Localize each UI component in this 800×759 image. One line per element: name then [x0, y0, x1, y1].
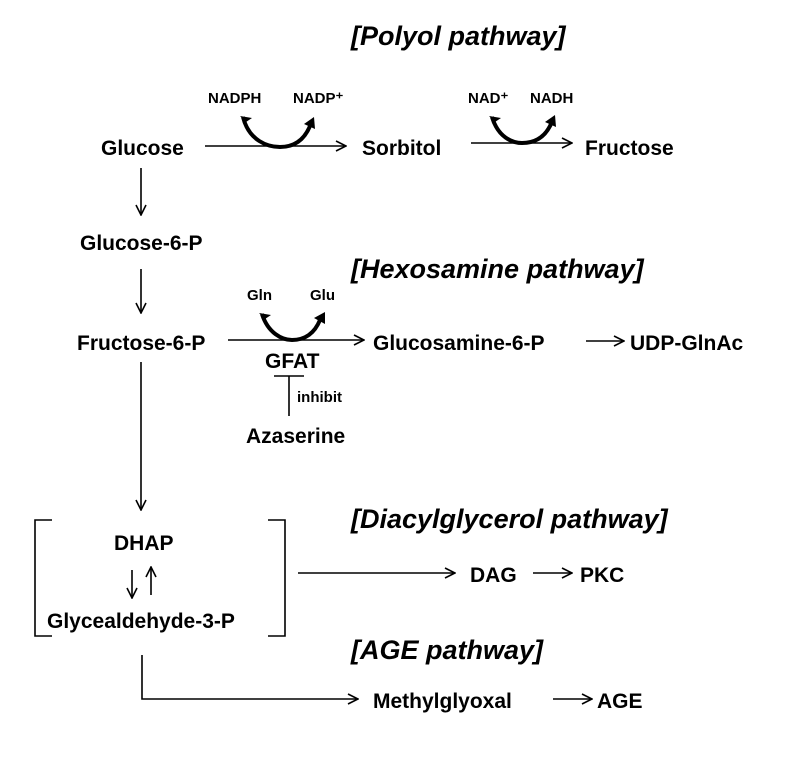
node-fructose-6-p: Fructose-6-P [77, 332, 205, 355]
cofactor-curve-arrow-2 [489, 115, 556, 146]
cofactor-curve-arrow-1 [240, 116, 315, 150]
cofactor-nadh: NADH [530, 90, 573, 107]
node-glycealdehyde-3-p: Glycealdehyde-3-P [47, 610, 235, 633]
node-udp-glnac: UDP-GlnAc [630, 332, 743, 355]
heading-diacylglycerol-pathway: [Diacylglycerol pathway] [350, 504, 669, 534]
node-dag: DAG [470, 564, 517, 587]
node-pkc: PKC [580, 564, 624, 587]
heading-polyol-pathway: [Polyol pathway] [350, 21, 567, 51]
node-glucosamine-6-p: Glucosamine-6-P [373, 332, 545, 355]
heading-hexosamine-pathway: [Hexosamine pathway] [350, 254, 645, 284]
node-age: AGE [597, 690, 643, 713]
heading-age-pathway: [AGE pathway] [350, 635, 544, 665]
node-fructose: Fructose [585, 137, 674, 160]
node-glucose-6-p: Glucose-6-P [80, 232, 203, 255]
cofactor-curve-arrow-3 [259, 312, 325, 343]
node-dhap: DHAP [114, 532, 174, 555]
cofactor-nad-plus: NAD⁺ [468, 90, 508, 107]
cofactor-glu: Glu [310, 287, 335, 304]
cofactor-nadp-plus: NADP⁺ [293, 90, 344, 107]
node-gfat: GFAT [265, 350, 320, 373]
node-sorbitol: Sorbitol [362, 137, 441, 160]
label-inhibit: inhibit [297, 389, 342, 406]
node-methylglyoxal: Methylglyoxal [373, 690, 512, 713]
node-azaserine: Azaserine [246, 425, 345, 448]
arrow-g3p-to-methylglyoxal [141, 655, 358, 699]
bracket-triose-phosphates [34, 519, 286, 637]
node-glucose: Glucose [101, 137, 184, 160]
cofactor-gln: Gln [247, 287, 272, 304]
cofactor-nadph: NADPH [208, 90, 261, 107]
